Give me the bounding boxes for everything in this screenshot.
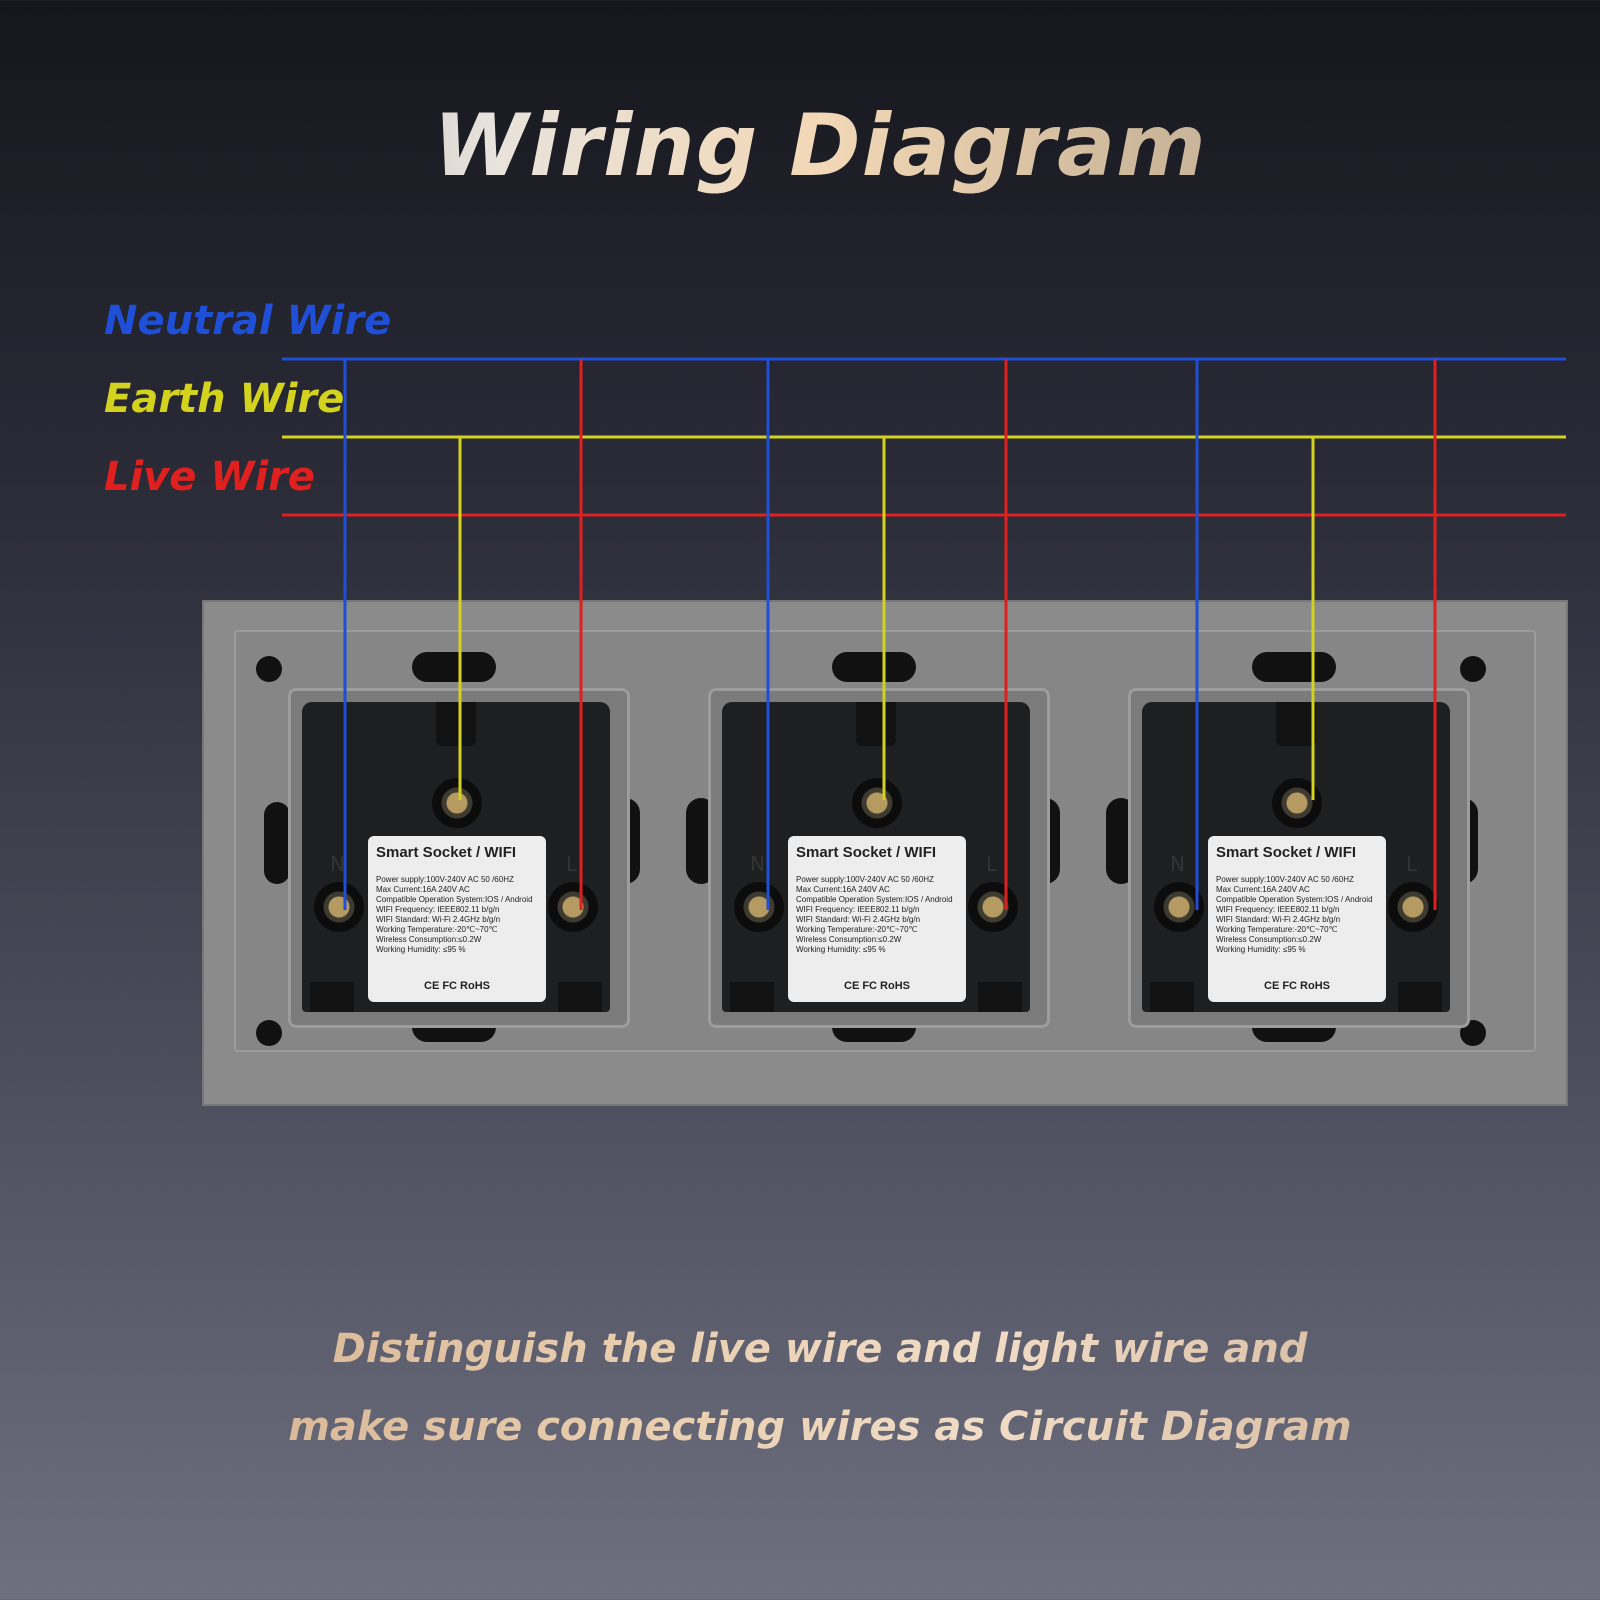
neutral-terminal-letter: N [1170,852,1185,876]
live-terminal [548,882,598,932]
module-foot-clip [1398,982,1442,1012]
page-title: Wiring Diagram [0,96,1600,196]
socket-module-1: N L Smart Socket / WIFI Power supply:100… [288,688,630,1028]
caption-line-1: Distinguish the live wire and light wire… [0,1326,1600,1372]
spec-line: Working Humidity: ≤95 % [1216,945,1306,954]
legend-neutral-wire: Neutral Wire [104,298,392,344]
spec-line: Working Temperature:-20℃~70℃ [796,925,918,934]
module-foot-clip [310,982,354,1012]
certification-marks: CE FC RoHS [844,980,910,992]
mounting-slot [832,652,916,682]
spec-label: Smart Socket / WIFI Power supply:100V-24… [1208,836,1386,1002]
spec-line: WIFI Frequency: IEEE802.11 b/g/n [796,905,920,914]
socket-module-3: N L Smart Socket / WIFI Power supply:100… [1128,688,1470,1028]
spec-line: Compatible Operation System:IOS / Androi… [1216,895,1373,904]
spec-line: Power supply:100V-240V AC 50 /60HZ [1216,875,1354,884]
spec-line: Working Humidity: ≤95 % [376,945,466,954]
neutral-terminal [734,882,784,932]
legend-live-wire: Live Wire [104,454,316,500]
spec-line: Wireless Consumption:≤0.2W [796,935,902,944]
spec-line: Power supply:100V-240V AC 50 /60HZ [376,875,514,884]
earth-terminal [432,778,482,828]
earth-terminal [1272,778,1322,828]
spec-line: WIFI Standard: Wi-Fi 2.4GHz b/g/n [1216,915,1341,924]
screw-hole [1460,656,1486,682]
module-foot-clip [730,982,774,1012]
caption-line-2: make sure connecting wires as Circuit Di… [0,1404,1600,1450]
spec-line: Wireless Consumption:≤0.2W [1216,935,1322,944]
screw-hole [256,656,282,682]
spec-line: Working Temperature:-20℃~70℃ [376,925,498,934]
live-terminal-letter: L [1406,852,1418,876]
spec-line: WIFI Frequency: IEEE802.11 b/g/n [1216,905,1340,914]
legend-earth-wire: Earth Wire [104,376,345,422]
neutral-terminal [314,882,364,932]
spec-line: WIFI Frequency: IEEE802.11 b/g/n [376,905,500,914]
module-notch [436,702,476,746]
spec-line: Max Current:16A 240V AC [376,885,470,894]
spec-label: Smart Socket / WIFI Power supply:100V-24… [368,836,546,1002]
mounting-slot [1252,652,1336,682]
module-body: N L Smart Socket / WIFI Power supply:100… [722,702,1030,1012]
live-terminal-letter: L [566,852,578,876]
screw-hole [256,1020,282,1046]
socket-panel: CE RoHS N L Smart Socket / WIFI Power su… [202,600,1568,1106]
module-foot-clip [558,982,602,1012]
neutral-terminal-letter: N [750,852,765,876]
module-notch [1276,702,1316,746]
spec-line: Max Current:16A 240V AC [1216,885,1310,894]
live-terminal [1388,882,1438,932]
mounting-slot [264,802,290,884]
neutral-terminal-letter: N [330,852,345,876]
spec-line: Compatible Operation System:IOS / Androi… [376,895,533,904]
spec-line: Compatible Operation System:IOS / Androi… [796,895,953,904]
module-foot-clip [1150,982,1194,1012]
module-foot-clip [978,982,1022,1012]
spec-line: Max Current:16A 240V AC [796,885,890,894]
spec-line: Working Humidity: ≤95 % [796,945,886,954]
module-body: N L Smart Socket / WIFI Power supply:100… [1142,702,1450,1012]
spec-label-title: Smart Socket / WIFI [796,844,937,861]
module-notch [856,702,896,746]
neutral-terminal [1154,882,1204,932]
spec-line: Power supply:100V-240V AC 50 /60HZ [796,875,934,884]
socket-module-2: N L Smart Socket / WIFI Power supply:100… [708,688,1050,1028]
live-terminal [968,882,1018,932]
certification-marks: CE FC RoHS [424,980,490,992]
spec-label-title: Smart Socket / WIFI [376,844,517,861]
module-body: N L Smart Socket / WIFI Power supply:100… [302,702,610,1012]
certification-marks: CE FC RoHS [1264,980,1330,992]
mounting-slot [412,652,496,682]
spec-label: Smart Socket / WIFI Power supply:100V-24… [788,836,966,1002]
earth-terminal [852,778,902,828]
spec-line: Wireless Consumption:≤0.2W [376,935,482,944]
spec-label-title: Smart Socket / WIFI [1216,844,1357,861]
spec-line: WIFI Standard: Wi-Fi 2.4GHz b/g/n [796,915,921,924]
spec-line: Working Temperature:-20℃~70℃ [1216,925,1338,934]
spec-line: WIFI Standard: Wi-Fi 2.4GHz b/g/n [376,915,501,924]
live-terminal-letter: L [986,852,998,876]
